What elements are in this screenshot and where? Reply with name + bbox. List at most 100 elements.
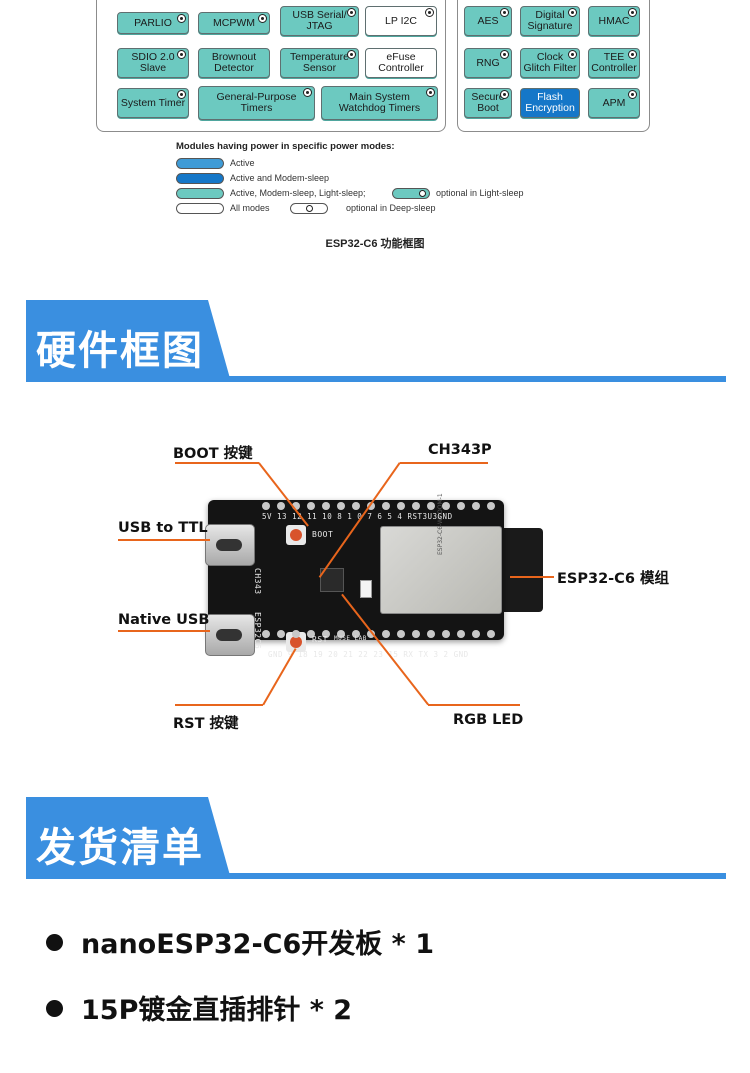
bullet-icon xyxy=(46,1000,63,1017)
section-tab xyxy=(26,797,231,879)
header-pin xyxy=(262,630,270,638)
leader-ch343p-h xyxy=(400,462,488,464)
silk-esp32c6: ESP32C6 xyxy=(253,612,262,650)
header-pin xyxy=(277,502,285,510)
header-pin xyxy=(397,630,405,638)
leader-rgb-h xyxy=(428,704,520,706)
gear-icon xyxy=(303,88,312,97)
list-item: nanoESP32-C6开发板 * 1 xyxy=(46,922,434,961)
header-pin xyxy=(412,502,420,510)
section-tab xyxy=(26,300,231,382)
usb-ttl-connector xyxy=(205,524,255,566)
security-module-4: Clock Glitch Filter xyxy=(520,48,580,78)
header-pin xyxy=(292,502,300,510)
peripheral-module-2: USB Serial/ JTAG xyxy=(280,6,359,36)
header-pin xyxy=(337,630,345,638)
legend-all-modes-label: All modes xyxy=(230,203,270,213)
peripheral-module-9: General-Purpose Timers xyxy=(198,86,315,120)
security-module-6: Secure Boot xyxy=(464,88,512,118)
header-pin xyxy=(472,502,480,510)
gear-icon xyxy=(177,50,186,59)
gear-icon xyxy=(628,50,637,59)
module-label: MCPWM xyxy=(213,16,255,29)
gear-icon xyxy=(568,50,577,59)
list-item: 15P镀金直插排针 * 2 xyxy=(46,988,352,1027)
peripheral-module-4: SDIO 2.0 Slave xyxy=(117,48,189,78)
gear-icon xyxy=(258,14,267,23)
header-pin xyxy=(412,630,420,638)
header-pin xyxy=(337,502,345,510)
section-header-packing: 发货清单 xyxy=(26,797,726,879)
header-pin xyxy=(457,502,465,510)
header-pin xyxy=(322,502,330,510)
module-label: Digital Signature xyxy=(527,9,573,32)
security-module-5: TEE Controller xyxy=(588,48,640,78)
list-item-text: 15P镀金直插排针 * 2 xyxy=(81,995,353,1026)
pcb-antenna xyxy=(500,528,543,612)
leader-rst-h xyxy=(175,704,263,706)
callout-usb-ttl: USB to TTL xyxy=(118,520,208,536)
legend-active-modem: Active and Modem-sleep xyxy=(176,171,395,186)
header-pin xyxy=(442,502,450,510)
peripheral-module-6: Temperature Sensor xyxy=(280,48,359,78)
rgb-led xyxy=(360,580,372,598)
security-module-2: HMAC xyxy=(588,6,640,36)
callout-rst: RST 按键 xyxy=(173,716,239,732)
module-label: USB Serial/ JTAG xyxy=(292,9,347,32)
module-label: LP I2C xyxy=(385,14,417,27)
gear-icon xyxy=(347,8,356,17)
native-usb-connector xyxy=(205,614,255,656)
peripheral-module-7: eFuse Controller xyxy=(365,48,437,78)
security-module-3: RNG xyxy=(464,48,512,78)
gear-icon xyxy=(177,90,186,99)
pin-header-top xyxy=(262,502,502,510)
rst-button xyxy=(286,632,306,652)
power-mode-legend: Modules having power in specific power m… xyxy=(176,141,524,216)
peripheral-module-0: PARLIO xyxy=(117,12,189,34)
callout-boot: BOOT 按键 xyxy=(173,446,253,462)
callout-native-usb: Native USB xyxy=(118,612,210,628)
module-label: SDIO 2.0 Slave xyxy=(131,51,175,74)
legend-swatch-active-modem xyxy=(176,173,224,184)
header-pin xyxy=(397,502,405,510)
header-pin xyxy=(457,630,465,638)
header-pin xyxy=(427,630,435,638)
boot-button xyxy=(286,525,306,545)
callout-rgb-led: RGB LED xyxy=(453,712,524,728)
peripheral-module-10: Main System Watchdog Timers xyxy=(321,86,438,120)
legend-active-modem-light: Active, Modem-sleep, Light-sleep; option… xyxy=(176,186,524,201)
header-pin xyxy=(382,502,390,510)
bullet-icon xyxy=(46,934,63,951)
gear-icon xyxy=(628,90,637,99)
leader-module xyxy=(510,576,554,578)
section-title-packing: 发货清单 xyxy=(36,825,204,871)
function-block-diagram: PARLIO MCPWM USB Serial/ JTAG LP I2C SDIO 2.… xyxy=(0,0,750,290)
header-pin xyxy=(487,630,495,638)
gear-icon xyxy=(347,50,356,59)
silk-ch343: CH343 xyxy=(253,568,262,595)
list-item-text: nanoESP32-C6开发板 * 1 xyxy=(81,929,434,960)
gear-icon xyxy=(568,8,577,17)
module-label: Temperature Sensor xyxy=(290,51,349,74)
silk-rst: RST xyxy=(312,635,328,644)
callout-module: ESP32-C6 模组 xyxy=(557,571,669,587)
legend-all-modes: All modes optional in Deep-sleep xyxy=(176,201,436,216)
gear-icon xyxy=(500,8,509,17)
silk-top-pins: 5V 13 12 11 10 8 1 0 7 6 5 4 RST3U3GND xyxy=(262,512,453,521)
header-pin xyxy=(262,502,270,510)
header-pin xyxy=(472,630,480,638)
gear-icon xyxy=(425,8,434,17)
peripheral-module-1: MCPWM xyxy=(198,12,270,34)
legend-swatch-all-modes xyxy=(176,203,224,214)
peripheral-module-5: Brownout Detector xyxy=(198,48,270,78)
security-module-1: Digital Signature xyxy=(520,6,580,36)
silk-boot: BOOT xyxy=(312,530,334,539)
header-pin xyxy=(352,630,360,638)
peripheral-panel: PARLIO MCPWM USB Serial/ JTAG LP I2C SDIO 2.… xyxy=(96,0,446,132)
security-module-8: APM xyxy=(588,88,640,118)
header-pin xyxy=(487,502,495,510)
module-label: Brownout Detector xyxy=(211,51,257,74)
section-title-hardware: 硬件框图 xyxy=(36,328,204,374)
legend-active-modem-light-label: Active, Modem-sleep, Light-sleep; xyxy=(230,188,366,198)
module-label: AES xyxy=(477,14,499,27)
